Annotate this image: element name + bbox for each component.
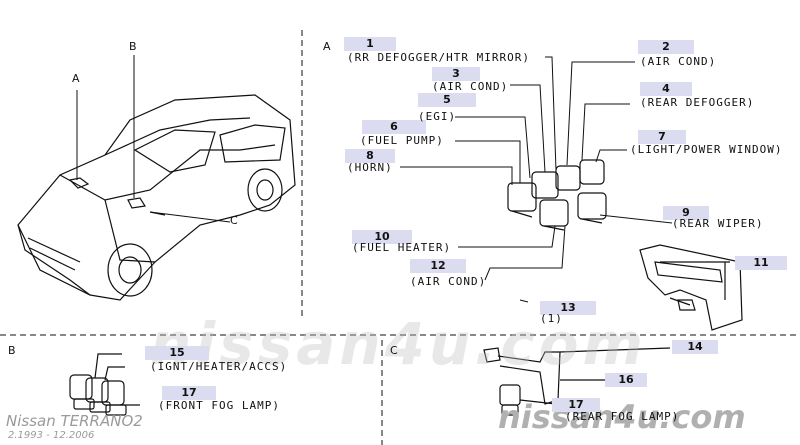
leader-c — [149, 211, 231, 223]
part-label-13: (1) — [540, 312, 563, 325]
part-number-15: 15 — [145, 346, 209, 360]
part-number-9: 9 — [663, 206, 709, 220]
part-number-16: 16 — [605, 373, 647, 387]
part-number-5: 5 — [418, 93, 476, 107]
part-label-7: (LIGHT/POWER WINDOW) — [630, 143, 783, 156]
pointer-b: B — [129, 40, 137, 53]
part-label-17-front: (FRONT FOG LAMP) — [158, 399, 280, 412]
part-number-3: 3 — [432, 67, 480, 81]
watermark-small: nissan4u.com — [498, 398, 746, 436]
part-label-9: (REAR WIPER) — [672, 217, 764, 230]
pointer-c: C — [230, 214, 238, 227]
part-number-17-rear: 17 — [552, 398, 600, 412]
leader-3 — [510, 84, 546, 173]
part-label-6: (FUEL PUMP) — [360, 134, 444, 147]
leader-8 — [400, 166, 513, 185]
part-number-11: 11 — [735, 256, 787, 270]
part-number-8: 8 — [345, 149, 395, 163]
relay-cluster-a — [507, 159, 607, 231]
part-label-15: (IGNT/HEATER/ACCS) — [150, 360, 288, 373]
part-label-8: (HORN) — [347, 161, 393, 174]
part-label-12: (AIR COND) — [410, 275, 487, 288]
part-number-12: 12 — [410, 259, 466, 273]
leader-2 — [566, 61, 635, 166]
part-label-5: (EGI) — [418, 110, 457, 123]
part-label-2: (AIR COND) — [640, 55, 717, 68]
vehicle-sketch — [17, 94, 296, 301]
relay-group-b — [69, 353, 140, 416]
part-number-2: 2 — [638, 40, 694, 54]
part-number-4: 4 — [640, 82, 692, 96]
part-label-1: (RR DEFOGGER/HTR MIRROR) — [347, 51, 530, 64]
model-caption: Nissan TERRANO2 — [6, 412, 143, 430]
part-number-1: 1 — [344, 37, 396, 51]
leader-4 — [581, 103, 630, 161]
part-number-7: 7 — [638, 130, 686, 144]
leader-6 — [455, 140, 521, 183]
model-years: 2.1993 - 12.2006 — [8, 430, 95, 441]
relay-group-c — [483, 347, 671, 416]
relay-bracket — [639, 244, 743, 331]
part-label-17-rear: (REAR FOG LAMP) — [565, 410, 680, 423]
leader-10 — [458, 225, 556, 248]
part-number-17-front: 17 — [162, 386, 216, 400]
part-number-6: 6 — [362, 120, 426, 134]
section-c-label: C — [390, 344, 398, 357]
leader-1 — [545, 56, 557, 171]
leader-9 — [599, 214, 673, 224]
leader-12 — [484, 225, 566, 281]
part-label-4: (REAR DEFOGGER) — [640, 96, 755, 109]
leader-5 — [455, 116, 531, 179]
part-number-10: 10 — [352, 230, 412, 244]
part-label-10: (FUEL HEATER) — [352, 241, 452, 254]
section-a-label: A — [323, 40, 331, 53]
leader-7 — [595, 149, 627, 163]
part-number-14: 14 — [672, 340, 718, 354]
section-b-label: B — [8, 344, 16, 357]
part-label-3: (AIR COND) — [432, 80, 509, 93]
part-number-13: 13 — [540, 301, 596, 315]
pointer-a: A — [72, 72, 80, 85]
watermark-large: nissan4u.com — [150, 310, 647, 378]
